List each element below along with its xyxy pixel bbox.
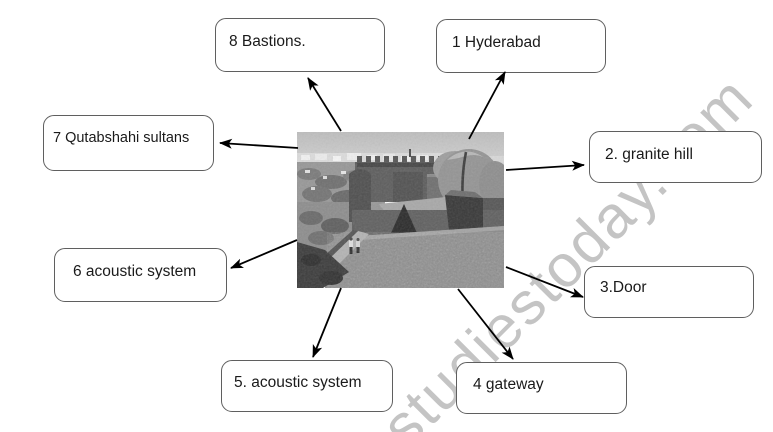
label-text-hyderabad: 1 Hyderabad	[452, 34, 541, 51]
arrow-to-granite-hill	[505, 160, 585, 171]
label-text-door: 3.Door	[600, 279, 647, 296]
arrow-to-acoustic-5	[312, 287, 342, 358]
photo-grain-overlay	[297, 132, 504, 288]
label-text-bastions: 8 Bastions.	[229, 33, 306, 50]
label-text-granite-hill: 2. granite hill	[605, 146, 693, 163]
label-box-qutabshahi-sultans: 7 Qutabshahi sultans	[43, 115, 214, 171]
label-box-door: 3.Door	[584, 266, 754, 318]
label-box-acoustic-system-5: 5. acoustic system	[221, 360, 393, 412]
label-box-acoustic-system-6: 6 acoustic system	[54, 248, 227, 302]
label-box-granite-hill: 2. granite hill	[589, 131, 762, 183]
label-text-gateway: 4 gateway	[473, 376, 544, 393]
label-text-acoustic-system-5: 5. acoustic system	[234, 374, 362, 391]
label-text-acoustic-system-6: 6 acoustic system	[73, 263, 197, 280]
label-text-qutabshahi-sultans: 7 Qutabshahi sultans	[53, 130, 190, 146]
arrow-to-acoustic-6	[230, 239, 298, 269]
golconda-fort-photo	[297, 132, 504, 288]
label-box-hyderabad: 1 Hyderabad	[436, 19, 606, 73]
label-box-bastions: 8 Bastions.	[215, 18, 385, 72]
arrow-to-bastions	[307, 77, 342, 132]
arrow-to-qutabshahi	[219, 138, 299, 149]
label-box-gateway: 4 gateway	[456, 362, 627, 414]
arrow-to-hyderabad	[468, 71, 506, 140]
